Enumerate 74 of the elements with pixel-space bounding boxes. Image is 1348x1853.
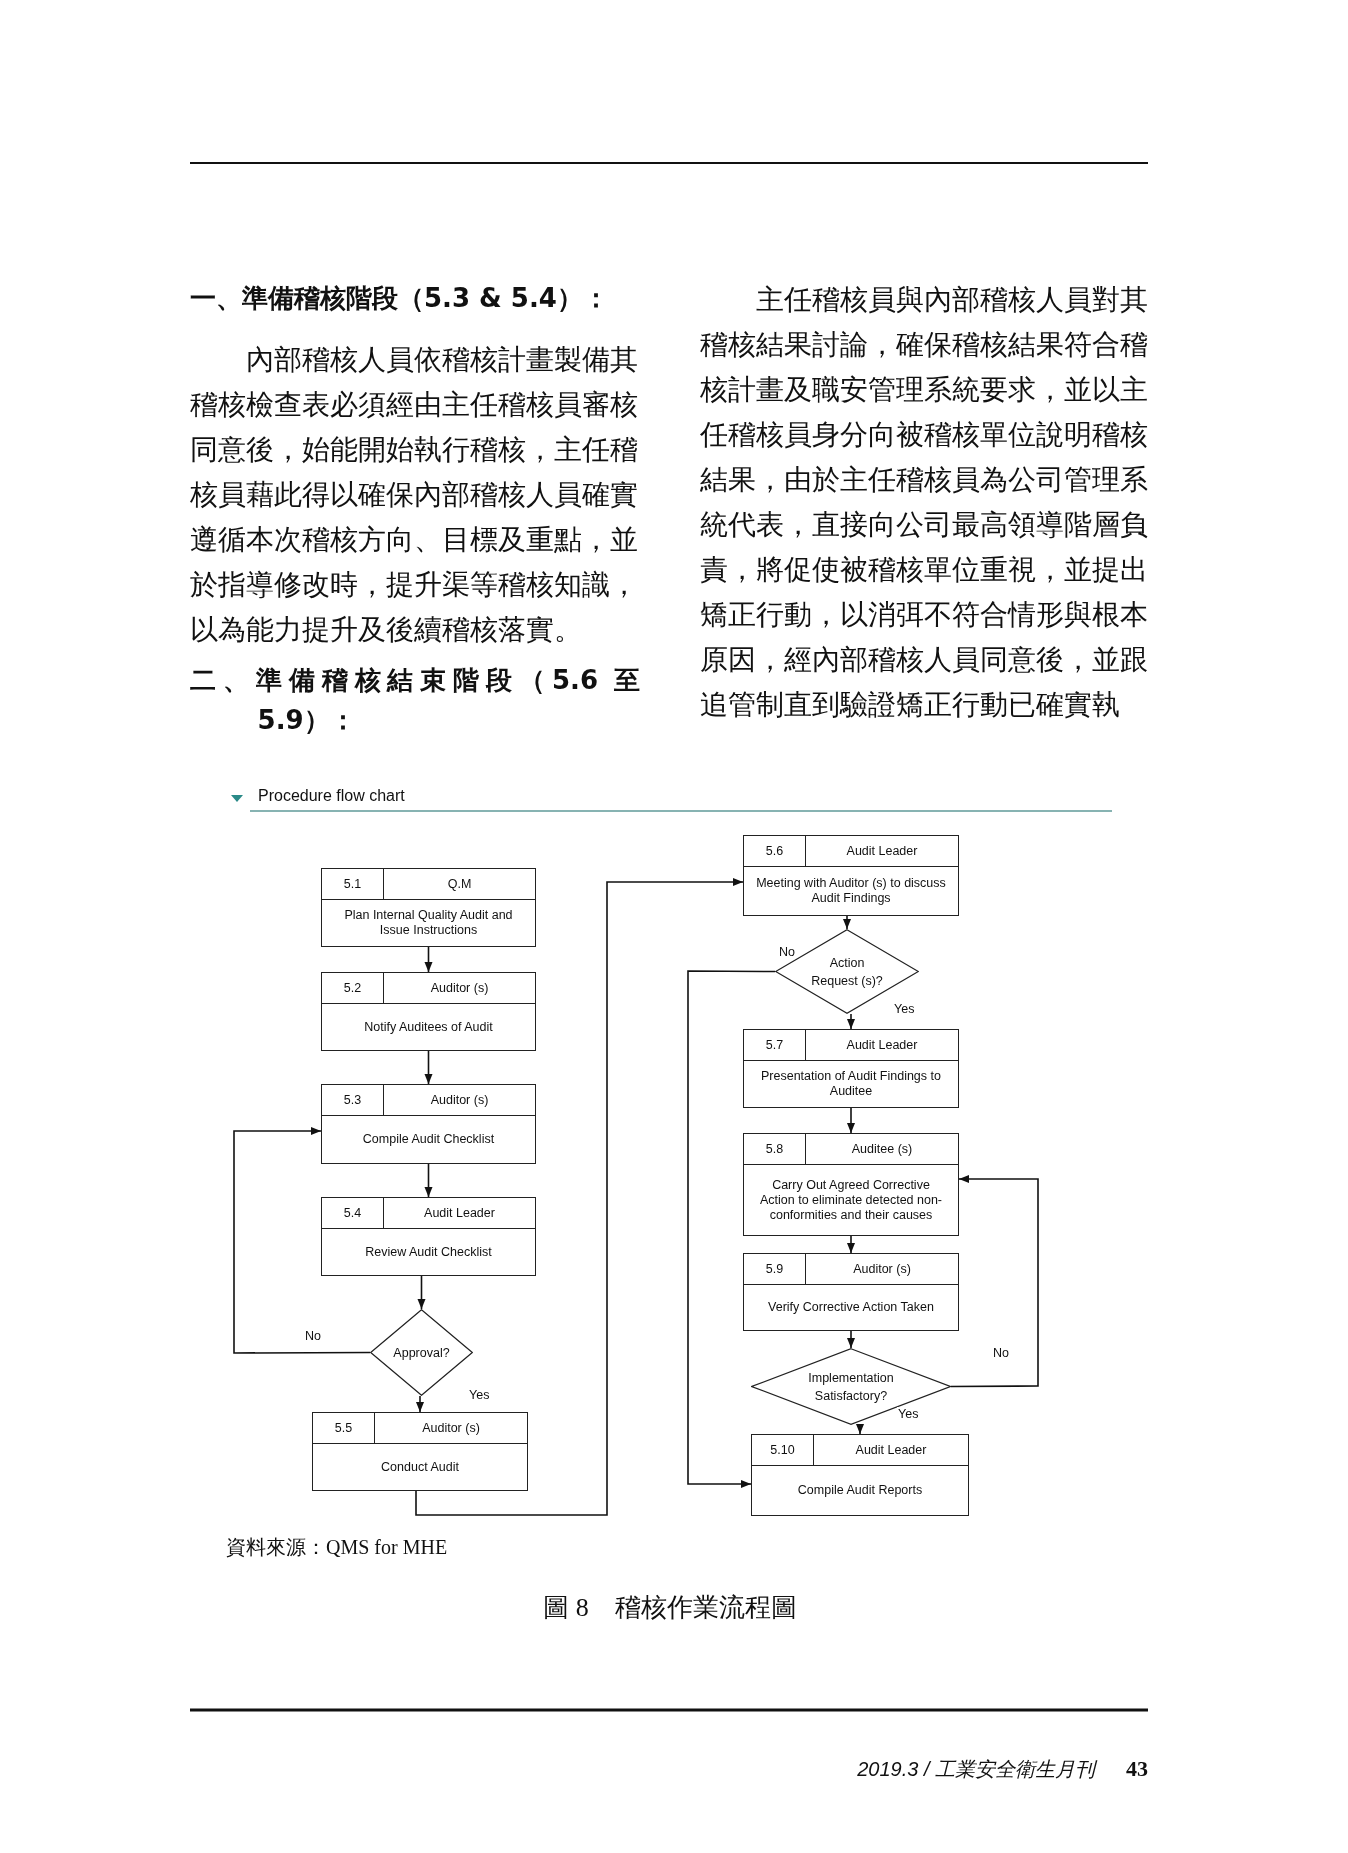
edge-label: No [992,1346,1010,1360]
role-label: Audit Leader [846,1038,918,1052]
step-number: 5.4 [343,1206,362,1220]
step-number: 5.2 [343,981,362,995]
process-box [743,835,959,916]
step-number: 5.1 [343,877,362,891]
arrow [847,1235,855,1254]
process-box [751,1434,969,1516]
arrow [950,1175,1039,1388]
source-note: 資料來源：QMS for MHE [226,1535,449,1560]
chart-heading: Procedure flow chart [258,787,406,805]
process-box [321,868,536,947]
step-number: 5.9 [765,1262,784,1276]
arrow [424,946,433,973]
edge-label: No [778,945,796,959]
figure-caption: 圖 8 稽核作業流程圖 [542,1592,798,1624]
step-number: 5.3 [343,1093,362,1107]
edge-label: Yes [893,1002,916,1016]
role-label: Audit Leader [846,844,918,858]
decision-diamond [775,929,919,1014]
arrow [847,1107,855,1134]
process-box [312,1412,528,1491]
arrow [847,1013,855,1030]
decision-text: Approval? [393,1344,450,1362]
decision-text: Implementation Satisfactory? [807,1369,895,1405]
role-label: Auditor (s) [430,981,489,995]
step-description: Verify Corrective Action Taken [768,1300,934,1315]
role-label: Auditor (s) [422,1421,480,1435]
page-number: 43 [1125,1756,1148,1782]
edge-label: Yes [897,1407,920,1421]
step-description: Compile Audit Reports [797,1483,923,1498]
step-description: Carry Out Agreed Corrective Action to eliminate detected non-conformities and their causes [758,1177,944,1223]
step-description: Plan Internal Quality Audit and Issue Instructions [343,908,514,938]
process-box [743,1029,959,1108]
arrow [233,1127,371,1354]
step-number: 5.10 [770,1443,795,1457]
arrow [847,1330,855,1349]
process-box [321,1084,536,1164]
process-box [743,1253,959,1331]
arrow [415,878,744,1516]
edge-label: Yes [468,1388,491,1402]
step-description: Meeting with Auditor (s) to discuss Audit Findings [755,876,947,906]
step-number: 5.5 [334,1421,353,1435]
decision-diamond [751,1348,951,1425]
role-label: Auditor (s) [853,1262,911,1276]
arrow [416,1395,424,1413]
role-label: Audit Leader [424,1206,495,1220]
role-label: Audit Leader [855,1443,927,1457]
edge-label: No [304,1329,322,1343]
step-number: 5.6 [765,844,784,858]
arrow [424,1163,433,1198]
arrow [856,1424,864,1435]
arrow [687,970,776,1488]
process-box [321,972,536,1051]
step-description: Review Audit Checklist [365,1244,492,1260]
paragraph: 主任稽核員與內部稽核人員對其稽核結果討論，確保稽核結果符合稽核計畫及職安管理系統要求，並以主任稽核員身分向被稽核單位說明稽核結果，由於主任稽核員為公司管理系統代表，直接向公司最高領導階層負責，將促使被稽核單位重視，並提出矯正行動，以消弭不符合情形與根本原因，經內部稽核人員同意後，並跟追管制直到驗證矯正行動已確實執 [700,283,1148,722]
process-box [321,1197,536,1276]
paragraph: 內部稽核人員依稽核計畫製備其稽核檢查表必須經由主任稽核員審核同意後，始能開始執行稽核，主任稽核員藉此得以確保內部稽核人員確實遵循本次稽核方向、目標及重點，並於指導修改時，提升渠等稽核知識，以為能力提升及後續稽核落實。 [190,343,638,647]
process-box [743,1133,959,1236]
role-label: Auditee (s) [851,1142,913,1156]
arrow [424,1050,433,1085]
arrow [417,1275,426,1310]
step-description: Presentation of Audit Findings to Auditee [760,1069,942,1099]
step-number: 5.7 [765,1038,784,1052]
step-description: Notify Auditees of Audit [364,1019,493,1035]
section-heading: 二、準備稽核結束階段（5.6 至 5.9）： [190,664,640,737]
step-number: 5.8 [765,1142,784,1156]
step-description: Compile Audit Checklist [362,1132,495,1147]
role-label: Q.M [447,877,472,891]
decision-text: Action Request (s)? [810,954,884,990]
section-heading: 一、準備稽核階段（5.3 & 5.4）： [190,282,610,315]
arrow [843,915,851,930]
step-description: Conduct Audit [381,1459,459,1475]
role-label: Auditor (s) [430,1093,489,1107]
